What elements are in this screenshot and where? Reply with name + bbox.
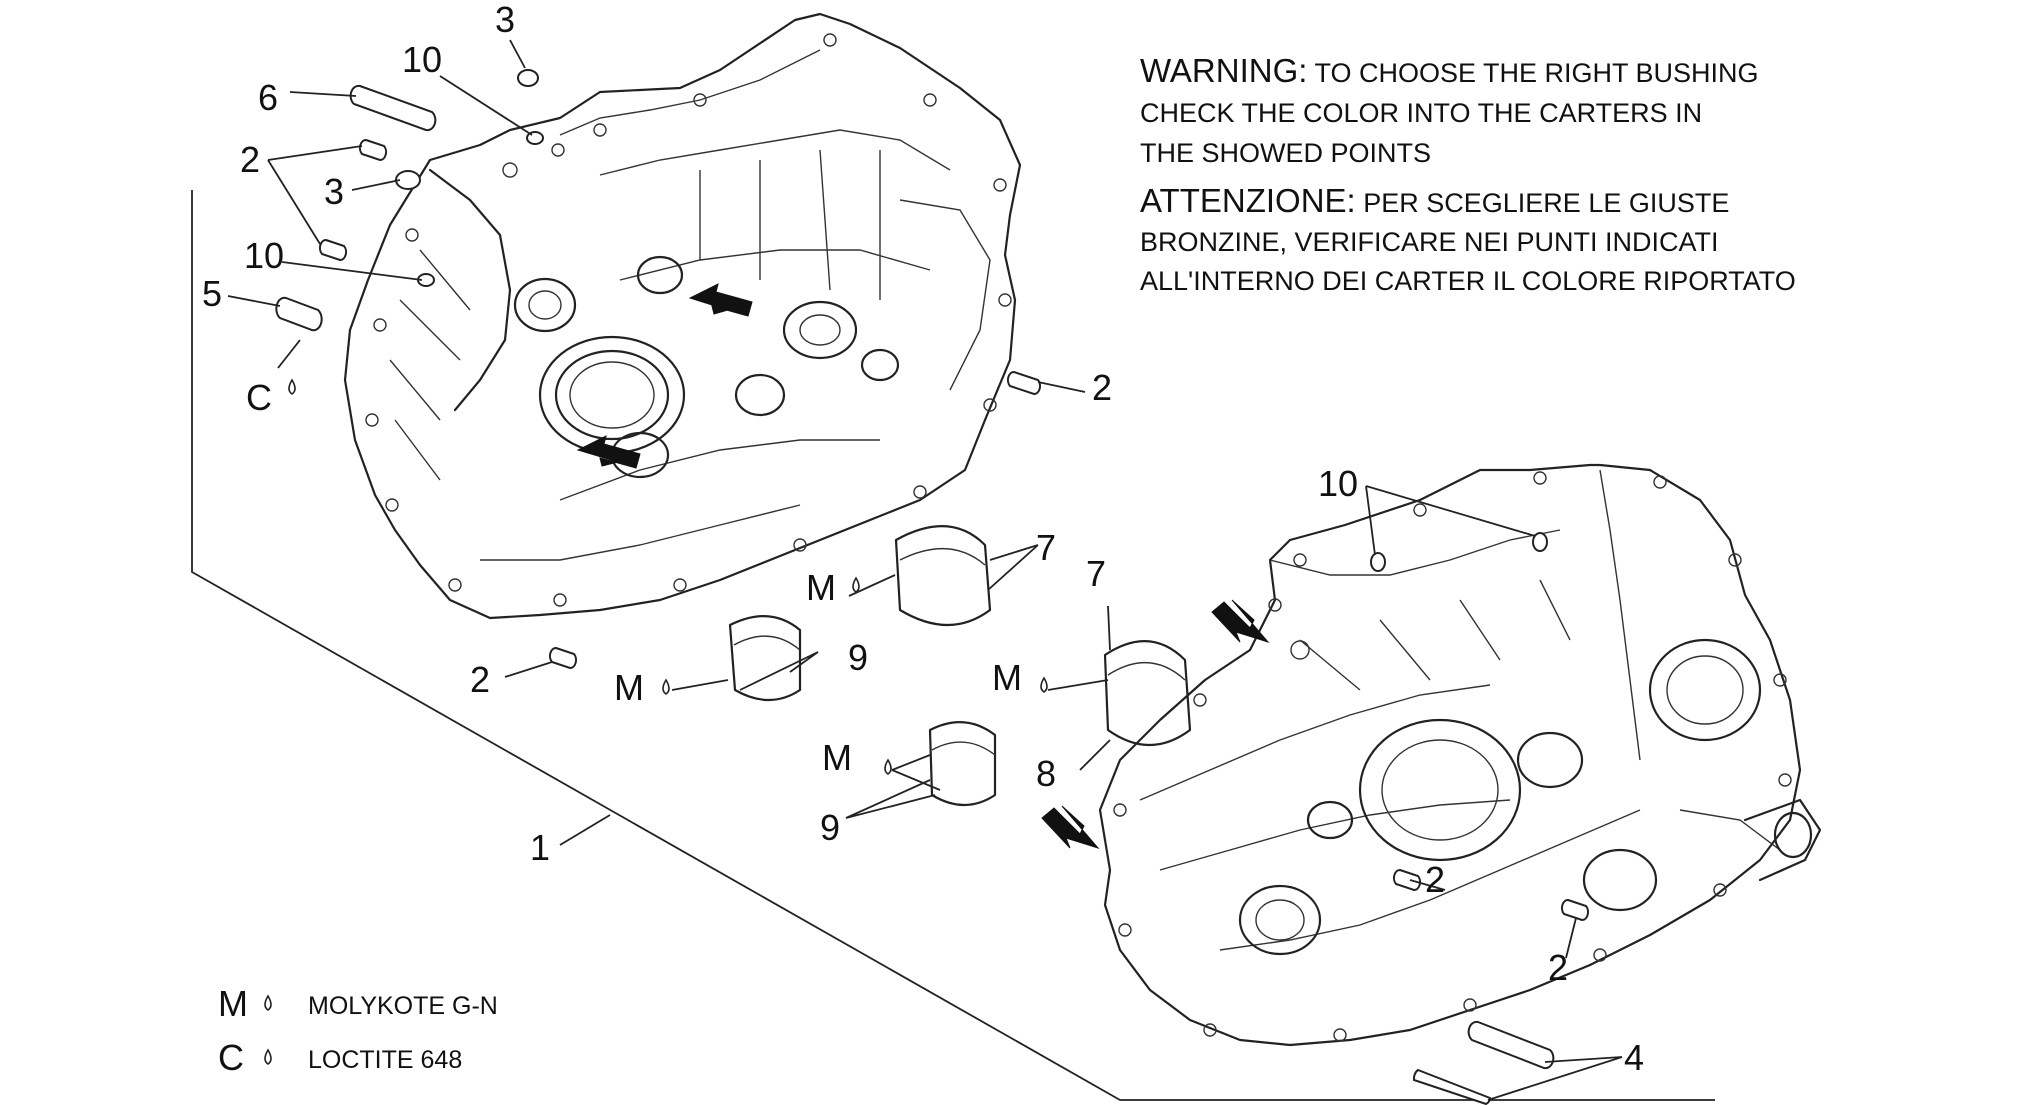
legend-drop-m [264,994,272,1011]
callout-2e: 2 [1548,947,1568,988]
warning-line-2: CHECK THE COLOR INTO THE CARTERS IN [1140,98,1702,128]
legend-label-molykote: MOLYKOTE G-N [308,992,498,1020]
attenzione-line-3: ALL'INTERNO DEI CARTER IL COLORE RIPORTA… [1140,266,1796,296]
svg-text:ATTENZIONE: PER SCEGLIERE LE G: ATTENZIONE: PER SCEGLIERE LE GIUSTE [1140,182,1729,219]
shell-9b [928,721,997,806]
check-arrow-3 [1211,599,1270,643]
callout-mc: M [992,657,1022,698]
callout-8: 8 [1036,753,1056,794]
callout-10a: 10 [402,39,442,80]
callout-c: C [246,377,272,418]
callout-4: 4 [1624,1037,1644,1078]
check-arrow-2 [576,435,641,469]
attenzione-line-1: PER SCEGLIERE LE GIUSTE [1363,188,1729,218]
legend-item-molykote: M MOLYKOTE G-N [218,983,498,1024]
plug-10c [1370,552,1386,572]
warning-line-1: TO CHOOSE THE RIGHT BUSHING [1314,58,1758,88]
legend: M MOLYKOTE G-N C LOCTITE 648 [218,983,498,1078]
pin-6 [349,84,437,132]
callout-10b: 10 [244,235,284,276]
leader-1 [559,814,611,846]
legend-symbol-m: M [218,983,248,1024]
callout-9b: 9 [820,807,840,848]
attenzione-line-2: BRONZINE, VERIFICARE NEI PUNTI INDICATI [1140,227,1719,257]
callouts: 3 10 6 2 3 10 5 C 2 7 M 9 M 2 1 10 7 M 8… [202,0,1644,1078]
ring-3a [517,69,539,87]
warning-line-3: THE SHOWED POINTS [1140,138,1431,168]
drop-mb [662,678,670,695]
callout-mb: M [614,667,644,708]
check-arrow-1 [688,283,753,317]
callout-ma: M [806,567,836,608]
svg-text:WARNING: TO CHOOSE THE RIGHT B: WARNING: TO CHOOSE THE RIGHT BUSHING [1140,52,1759,89]
legend-drop-c [264,1048,272,1065]
drop-c [288,378,296,395]
dowel-2b [318,238,348,262]
right-crankcase-half [1098,463,1822,1047]
leader-lines [227,39,1623,1101]
callout-7a: 7 [1036,527,1056,568]
plug-10d [1532,532,1548,552]
callout-md: M [822,737,852,778]
legend-symbol-c: C [218,1037,244,1078]
dowel-2f [1560,898,1590,922]
dowel-2d [548,646,578,670]
callout-10c: 10 [1318,463,1358,504]
left-crankcase-half [343,12,1022,620]
warning-note: WARNING: TO CHOOSE THE RIGHT BUSHING CHE… [1140,52,1759,168]
shell-9a [728,615,802,701]
bushing-5 [275,296,323,332]
drop-md [884,758,892,775]
drop-ma [852,576,860,593]
shell-7a [894,525,992,626]
warning-key: WARNING: [1140,52,1307,89]
attenzione-key: ATTENZIONE: [1140,182,1356,219]
callout-1: 1 [530,827,550,868]
callout-9a: 9 [848,637,868,678]
callout-2a: 2 [240,139,260,180]
callout-6: 6 [258,77,278,118]
callout-2b: 2 [1092,367,1112,408]
callout-5: 5 [202,273,222,314]
pin-4a [1467,1020,1555,1070]
drop-mc [1040,676,1048,693]
check-arrow-4 [1041,805,1100,849]
legend-item-loctite: C LOCTITE 648 [218,1037,462,1078]
dowel-2e [1392,868,1422,892]
legend-label-loctite: LOCTITE 648 [308,1046,462,1074]
callout-3a: 3 [495,0,515,40]
attenzione-note: ATTENZIONE: PER SCEGLIERE LE GIUSTE BRON… [1140,182,1796,296]
shell-7b [1103,640,1192,747]
callout-2d: 2 [1425,859,1445,900]
dowel-2c [1006,370,1042,396]
pin-4b [1412,1068,1492,1105]
callout-7b: 7 [1086,553,1106,594]
callout-3b: 3 [324,171,344,212]
callout-2c: 2 [470,659,490,700]
assembly-bracket [191,190,1715,1101]
dowel-2a [358,138,388,162]
